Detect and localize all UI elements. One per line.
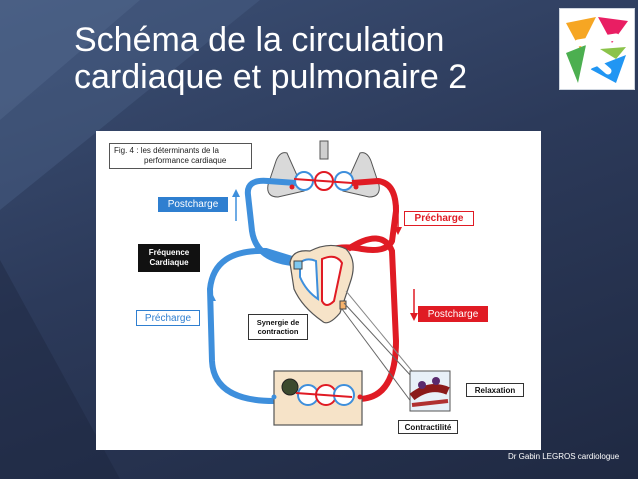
synergie-contraction-label: Synergie de contraction <box>248 314 308 340</box>
footer-credit: Dr Gabin LEGROS cardiologue <box>508 452 620 461</box>
caption-line-1: Fig. 4 : les déterminants de la <box>114 146 219 155</box>
precharge-red-label: Précharge <box>404 211 474 226</box>
frequence-line-2: Cardiaque <box>149 258 189 267</box>
body-organs-icon <box>273 370 363 426</box>
postcharge-blue-label: Postcharge <box>158 197 228 212</box>
heart-icon <box>289 244 354 324</box>
lungs-icon <box>267 140 380 198</box>
figure-caption: Fig. 4 : les déterminants de la performa… <box>109 143 252 169</box>
postcharge-red-label: Postcharge <box>418 306 488 322</box>
muscle-fiber-icon <box>409 370 451 412</box>
precharge-blue-arrow <box>208 293 216 329</box>
circulation-diagram <box>206 140 451 426</box>
frequence-line-1: Fréquence <box>148 248 190 257</box>
running-person-logo <box>559 8 635 90</box>
caption-line-2: performance cardiaque <box>144 156 227 165</box>
synergie-line-2: contraction <box>257 327 299 336</box>
postcharge-blue-arrow <box>232 189 240 221</box>
precharge-blue-label: Précharge <box>136 310 200 326</box>
precharge-red-arrow <box>394 205 402 235</box>
postcharge-red-arrow <box>410 289 418 321</box>
circulation-figure: Fig. 4 : les déterminants de la performa… <box>96 131 541 450</box>
contractilite-label: Contractilité <box>398 420 458 434</box>
slide-title: Schéma de la circulation cardiaque et pu… <box>74 22 544 96</box>
relaxation-label: Relaxation <box>466 383 524 397</box>
title-line-2: cardiaque et pulmonaire 2 <box>74 58 468 96</box>
synergie-line-1: Synergie de <box>256 318 300 327</box>
frequence-cardiaque-label: Fréquence Cardiaque <box>138 244 200 272</box>
title-line-1: Schéma de la circulation <box>74 21 445 59</box>
